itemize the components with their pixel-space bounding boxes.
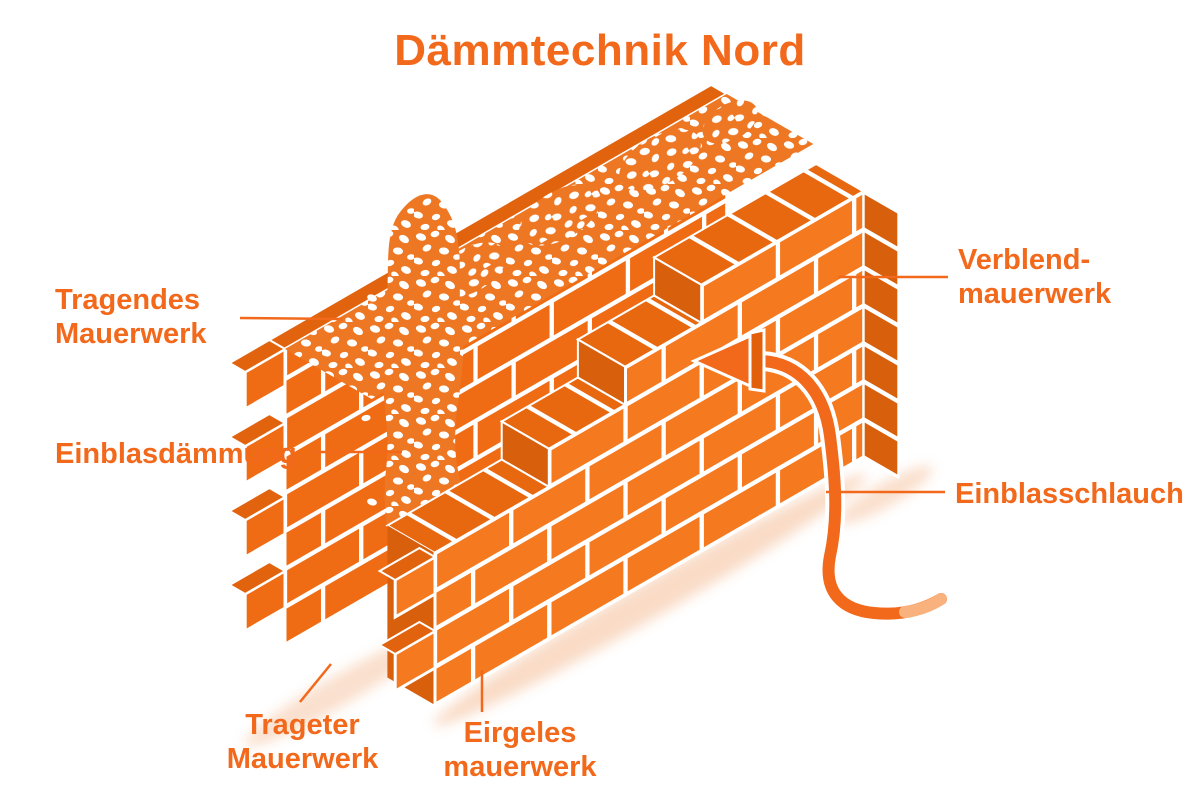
toothing-brick-top <box>227 486 287 522</box>
leader-load-bearing <box>239 316 343 321</box>
toothing-brick-top <box>377 620 437 656</box>
nozzle-collar <box>748 328 766 393</box>
label-bottom-left-masonry: Trageter Mauerwerk <box>226 709 379 776</box>
label-blow-in-hose: Einblasschlauch <box>955 478 1184 510</box>
hose-tube <box>756 355 947 620</box>
hose-tube-fade <box>899 593 947 618</box>
toothing-brick-top <box>227 338 287 374</box>
toothing-brick-top <box>227 412 287 448</box>
page-title: Dämmtechnik Nord <box>394 26 806 75</box>
label-bottom-center-masonry: Eirgeles mauerwerk <box>443 717 597 784</box>
back-wall-toothing <box>227 338 287 634</box>
facing-wall <box>377 162 900 708</box>
label-load-bearing-masonry: Tragendes Mauerwerk <box>55 284 207 351</box>
front-wall-right-end <box>862 189 900 480</box>
blow-in-hose <box>690 328 951 624</box>
insulation-heap <box>519 184 601 246</box>
label-facing-masonry: Verblend- mauerwerk <box>958 244 1112 311</box>
leader-lines <box>239 275 948 712</box>
shadow <box>836 465 934 525</box>
front-wall-toothing <box>377 546 437 694</box>
leader-bottom-left <box>299 663 332 703</box>
toothing-brick-top <box>227 560 287 596</box>
insulation-heap <box>619 129 701 191</box>
insulation-heap <box>702 100 758 144</box>
label-blown-insulation: Einblasdämmung <box>55 438 297 470</box>
toothing-brick-top <box>377 546 437 582</box>
shadow <box>433 474 867 726</box>
